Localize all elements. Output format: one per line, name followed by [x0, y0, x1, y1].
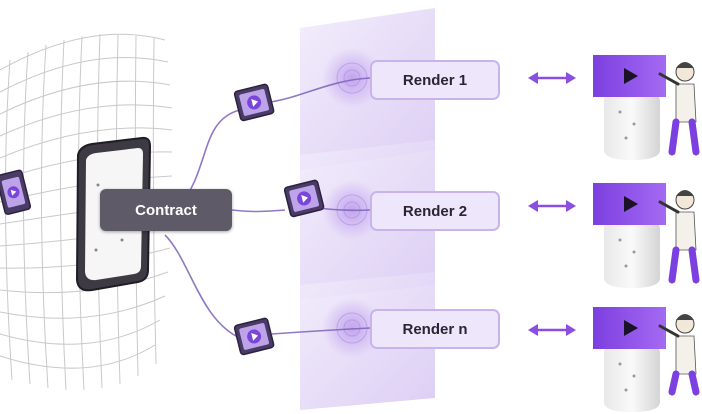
connector-wires: [164, 77, 371, 339]
contract-box: Contract: [100, 189, 232, 231]
render-panels: [300, 8, 435, 410]
bidirectional-arrow-icon: [528, 72, 576, 84]
person-pointing-icon: [658, 314, 700, 396]
storage-cylinder-icon: [604, 92, 660, 160]
render-box-1: Render 1: [370, 60, 500, 100]
person-pointing-icon: [658, 62, 700, 156]
consumer-station: [593, 183, 700, 288]
video-card-icon: [0, 169, 32, 215]
storage-cylinder-icon: [604, 344, 660, 412]
render-box-2: Render 2: [370, 191, 500, 231]
video-card-icon: [233, 317, 275, 356]
consumer-station: [593, 55, 700, 160]
consumer-station: [593, 307, 700, 412]
storage-cylinder-icon: [604, 220, 660, 288]
video-card-icon: [233, 83, 275, 122]
person-pointing-icon: [658, 190, 700, 284]
render-box-n: Render n: [370, 309, 500, 349]
screen-play-icon: [593, 307, 666, 349]
bidirectional-arrow-icon: [528, 324, 576, 336]
video-card-icon: [283, 179, 325, 218]
screen-play-icon: [593, 183, 666, 225]
bidirectional-arrow-icon: [528, 200, 576, 212]
screen-play-icon: [593, 55, 666, 97]
